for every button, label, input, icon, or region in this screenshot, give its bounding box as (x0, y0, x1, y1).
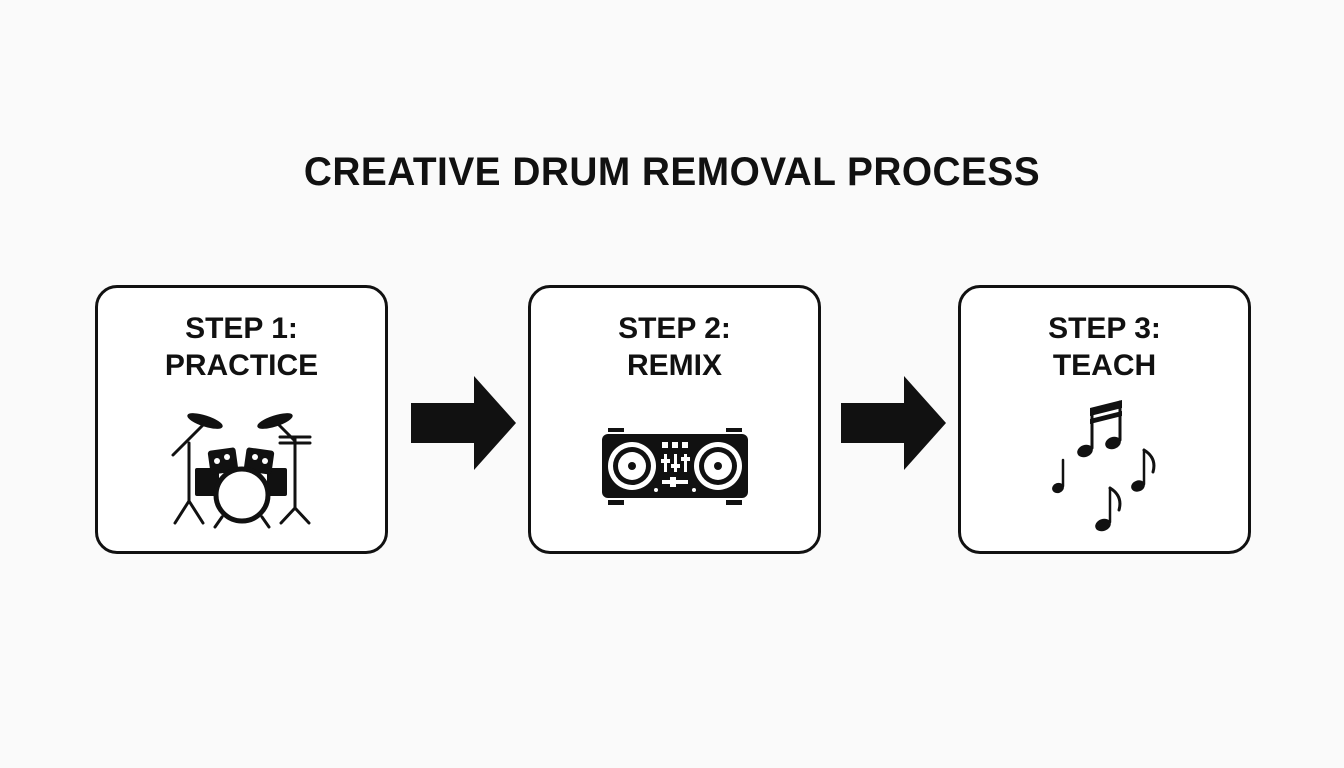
step-2-label: STEP 2: REMIX (531, 310, 818, 384)
step-3-box: STEP 3: TEACH (958, 285, 1251, 554)
step-2-name: REMIX (626, 349, 722, 382)
right-arrow-icon (841, 376, 946, 470)
step-1-box: STEP 1: PRACTICE (95, 285, 388, 554)
drum-kit-icon (171, 413, 311, 529)
step-1-name: PRACTICE (164, 349, 319, 382)
step-2-box: STEP 2: REMIX (528, 285, 821, 554)
step-3-name: TEACH (1052, 349, 1157, 382)
step-3-label: STEP 3: TEACH (961, 310, 1248, 384)
step-3-number: STEP 3: (1048, 312, 1161, 345)
right-arrow-icon (411, 376, 516, 470)
step-1-number: STEP 1: (185, 312, 298, 345)
diagram-title: CREATIVE DRUM REMOVAL PROCESS (303, 150, 1041, 194)
dj-controller-icon (601, 428, 748, 505)
music-notes-icon (1051, 400, 1155, 532)
step-1-label: STEP 1: PRACTICE (98, 310, 385, 384)
step-2-number: STEP 2: (618, 312, 731, 345)
